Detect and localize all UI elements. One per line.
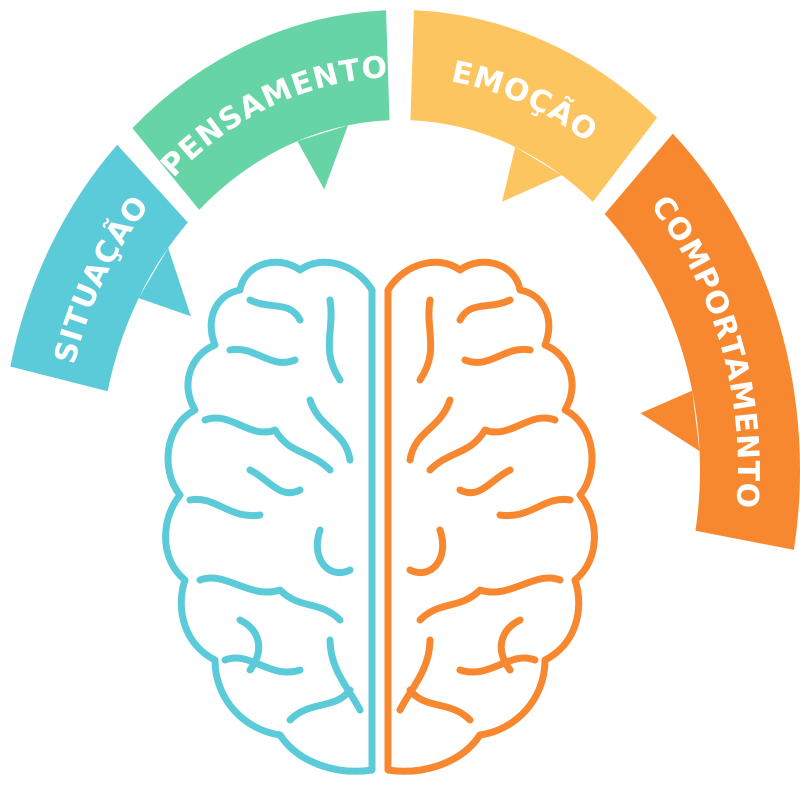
segment-situacao: SITUAÇÃO <box>10 144 191 392</box>
segment-band <box>132 10 390 210</box>
segment-pensamento: PENSAMENTO <box>132 10 390 210</box>
segment-band <box>604 133 800 550</box>
segment-comportamento: COMPORTAMENTO <box>604 133 800 550</box>
brain-left-hemisphere <box>162 258 376 775</box>
segment-emocao: EMOÇÃO <box>410 10 658 202</box>
speech-pointer <box>640 390 700 452</box>
segment-band <box>10 144 188 392</box>
segment-band <box>410 10 658 202</box>
speech-pointer <box>297 125 348 190</box>
brain-right-hemisphere <box>384 258 598 775</box>
brain-illustration <box>162 258 598 775</box>
speech-pointer <box>138 247 191 317</box>
speech-pointer <box>501 146 562 202</box>
